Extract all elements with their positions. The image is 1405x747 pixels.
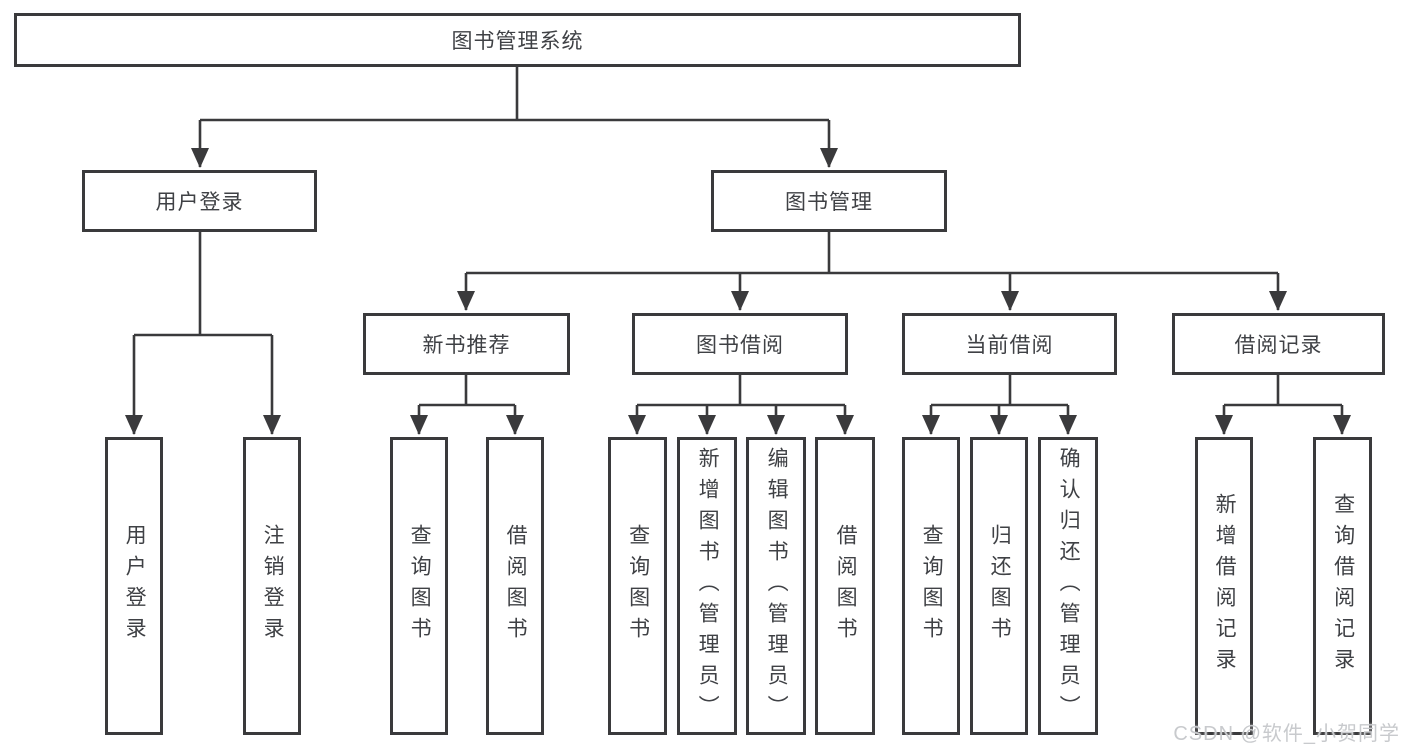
- leaf-add-book-admin-label: 新增图书（管理员）: [696, 446, 720, 726]
- leaf-add-borrow-record: 新增借阅记录: [1195, 437, 1253, 735]
- leaf-query-books-borrowing-label: 查询图书: [626, 524, 650, 648]
- leaf-query-books-borrowing: 查询图书: [608, 437, 667, 735]
- node-current-borrowing-label: 当前借阅: [965, 334, 1054, 357]
- node-library-system-label: 图书管理系统: [451, 30, 584, 53]
- node-borrowing-records-label: 借阅记录: [1234, 334, 1323, 357]
- leaf-logout-label: 注销登录: [261, 524, 285, 648]
- leaf-borrow-books-borrowing: 借阅图书: [815, 437, 875, 735]
- node-user-login-label: 用户登录: [155, 191, 244, 214]
- connector-new-book-recommend: [410, 375, 524, 435]
- leaf-confirm-return-admin-label: 确认归还（管理员）: [1057, 446, 1081, 726]
- leaf-return-books: 归还图书: [970, 437, 1028, 735]
- leaf-logout: 注销登录: [243, 437, 301, 735]
- leaf-borrow-books-recommend-label: 借阅图书: [504, 524, 528, 648]
- node-book-management: 图书管理: [711, 170, 947, 232]
- leaf-add-book-admin: 新增图书（管理员）: [677, 437, 737, 735]
- connector-book-borrowing: [628, 375, 854, 435]
- leaf-query-books-current: 查询图书: [902, 437, 960, 735]
- leaf-edit-book-admin: 编辑图书（管理员）: [746, 437, 806, 735]
- node-book-borrowing-label: 图书借阅: [696, 334, 784, 357]
- csdn-watermark: CSDN @软件_小贺同学: [1173, 723, 1400, 745]
- leaf-query-books-recommend-label: 查询图书: [408, 524, 432, 648]
- leaf-query-books-recommend: 查询图书: [390, 437, 448, 735]
- node-current-borrowing: 当前借阅: [902, 313, 1117, 375]
- node-book-management-label: 图书管理: [785, 191, 873, 214]
- node-book-borrowing: 图书借阅: [632, 313, 848, 375]
- node-borrowing-records: 借阅记录: [1172, 313, 1385, 375]
- leaf-edit-book-admin-label: 编辑图书（管理员）: [765, 446, 789, 726]
- connector-user-login: [125, 232, 281, 435]
- leaf-return-books-label: 归还图书: [988, 524, 1012, 648]
- node-new-book-recommend: 新书推荐: [363, 313, 570, 375]
- connector-root: [191, 67, 838, 168]
- leaf-query-books-current-label: 查询图书: [920, 524, 944, 648]
- connector-current-borrowing: [922, 375, 1077, 435]
- leaf-user-login-label: 用户登录: [123, 524, 147, 648]
- leaf-confirm-return-admin: 确认归还（管理员）: [1038, 437, 1098, 735]
- node-user-login: 用户登录: [82, 170, 317, 232]
- node-library-system: 图书管理系统: [14, 13, 1021, 67]
- leaf-borrow-books-borrowing-label: 借阅图书: [834, 524, 858, 648]
- leaf-query-borrow-record-label: 查询借阅记录: [1331, 493, 1355, 679]
- node-new-book-recommend-label: 新书推荐: [422, 334, 511, 357]
- leaf-query-borrow-record: 查询借阅记录: [1313, 437, 1372, 735]
- leaf-add-borrow-record-label: 新增借阅记录: [1213, 493, 1237, 679]
- connector-borrowing-records: [1215, 375, 1351, 435]
- leaf-user-login: 用户登录: [105, 437, 163, 735]
- connector-book-management: [457, 232, 1287, 311]
- leaf-borrow-books-recommend: 借阅图书: [486, 437, 544, 735]
